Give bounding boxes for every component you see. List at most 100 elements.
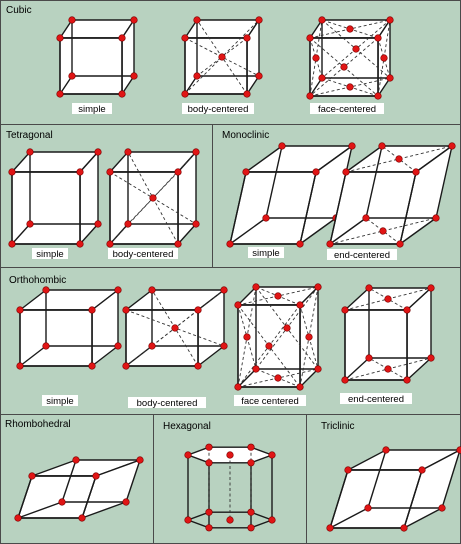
- lattice-point: [348, 142, 356, 150]
- lattice-point: [220, 286, 228, 294]
- lattice-point: [171, 324, 179, 332]
- tetragonal-simple-cell: [8, 148, 102, 248]
- orthorhombic-body-cell: [122, 286, 228, 370]
- lattice-point: [218, 53, 226, 61]
- orthorhombic-face-cell: [234, 283, 322, 391]
- lattice-point: [378, 142, 386, 150]
- lattice-point: [396, 240, 404, 248]
- lattice-point: [114, 286, 122, 294]
- lattice-point: [184, 516, 192, 524]
- rhombohedral-title: Rhombohedral: [5, 419, 71, 430]
- monoclinic-title: Monoclinic: [222, 130, 269, 141]
- lattice-point: [268, 516, 276, 524]
- lattice-point: [26, 148, 34, 156]
- lattice-point: [136, 456, 144, 464]
- lattice-point: [243, 333, 251, 341]
- lattice-point: [296, 240, 304, 248]
- lattice-point: [174, 240, 182, 248]
- lattice-point: [181, 34, 189, 42]
- lattice-point: [247, 459, 255, 467]
- lattice-point: [94, 148, 102, 156]
- lattice-point: [296, 301, 304, 309]
- lattice-point: [114, 342, 122, 350]
- lattice-point: [148, 286, 156, 294]
- lattice-point: [92, 472, 100, 480]
- body-diagonal: [196, 37, 248, 77]
- face-diagonal: [309, 19, 323, 97]
- tetragonal-simple-tag: simple: [32, 248, 68, 260]
- lattice-point: [8, 240, 16, 248]
- lattice-point: [226, 240, 234, 248]
- lattice-point: [448, 142, 456, 150]
- svg-text:body-centered: body-centered: [113, 249, 174, 260]
- tetragonal-body-tag: body-centered: [108, 248, 178, 260]
- lattice-point: [68, 16, 76, 24]
- lattice-point: [314, 365, 322, 373]
- cubic-simple-cell: [56, 16, 138, 98]
- face-diagonal: [377, 37, 391, 79]
- hidden-edge: [229, 217, 267, 245]
- lattice-point: [174, 168, 182, 176]
- lattice-point: [395, 155, 403, 163]
- lattice-point: [194, 362, 202, 370]
- lattice-point: [28, 472, 36, 480]
- lattice-point: [342, 168, 350, 176]
- lattice-point: [205, 508, 213, 516]
- lattice-point: [365, 284, 373, 292]
- lattice-point: [386, 16, 394, 24]
- lattice-point: [379, 227, 387, 235]
- lattice-point: [346, 25, 354, 33]
- lattice-point: [305, 333, 313, 341]
- lattice-point: [365, 354, 373, 362]
- lattice-point: [427, 354, 435, 362]
- front-face: [59, 37, 123, 95]
- lattice-point: [148, 342, 156, 350]
- lattice-point: [278, 142, 286, 150]
- orthorhombic-simple-cell: [16, 286, 122, 370]
- lattice-point: [56, 34, 64, 42]
- lattice-point: [341, 306, 349, 314]
- hidden-edge: [61, 459, 77, 503]
- orthorhombic-body-tag: body-centered: [128, 397, 206, 409]
- hidden-edge: [329, 507, 369, 529]
- lattice-point: [312, 54, 320, 62]
- lattice-point: [274, 292, 282, 300]
- lattice-point: [243, 90, 251, 98]
- lattice-point: [403, 306, 411, 314]
- orthorhombic-title: Orthohombic: [9, 275, 66, 286]
- cubic-body-cell: [181, 16, 263, 98]
- lattice-point: [374, 92, 382, 100]
- lattice-point: [374, 34, 382, 42]
- lattice-point: [124, 148, 132, 156]
- svg-text:face-centered: face-centered: [318, 104, 376, 115]
- cubic-face-tag: face-centered: [310, 103, 384, 115]
- face-diagonal: [329, 217, 437, 245]
- cubic-simple-tag: simple: [72, 103, 112, 115]
- lattice-point: [364, 504, 372, 512]
- cubic-title: Cubic: [6, 5, 32, 16]
- svg-text:simple: simple: [46, 396, 73, 407]
- lattice-point: [306, 92, 314, 100]
- lattice-point: [403, 376, 411, 384]
- face-diagonal: [377, 19, 391, 97]
- lattice-point: [242, 168, 250, 176]
- lattice-point: [386, 74, 394, 82]
- lattice-point: [192, 220, 200, 228]
- lattice-point: [106, 168, 114, 176]
- lattice-point: [312, 168, 320, 176]
- lattice-point: [283, 324, 291, 332]
- lattice-point: [118, 90, 126, 98]
- lattice-point: [432, 214, 440, 222]
- lattice-point: [226, 516, 234, 524]
- lattice-point: [400, 524, 408, 532]
- lattice-point: [94, 220, 102, 228]
- lattice-point: [130, 16, 138, 24]
- face-diagonal: [345, 145, 453, 173]
- lattice-point: [412, 168, 420, 176]
- lattice-point: [205, 443, 213, 451]
- cubic-face-cell: [306, 16, 394, 100]
- svg-text:simple: simple: [36, 249, 63, 260]
- lattice-point: [318, 74, 326, 82]
- lattice-point: [384, 295, 392, 303]
